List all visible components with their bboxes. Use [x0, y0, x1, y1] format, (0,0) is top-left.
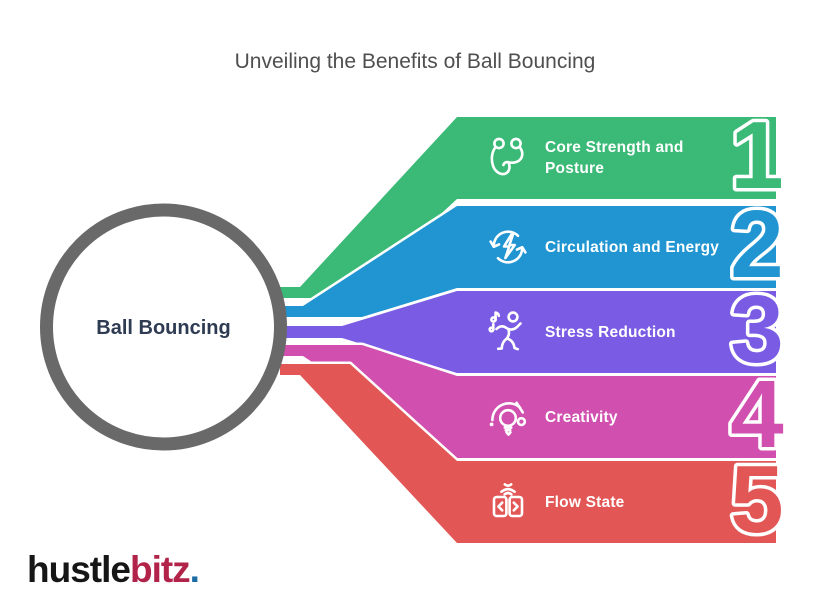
- logo-part-bitz: bitz: [130, 549, 190, 590]
- number-1: 1: [730, 102, 783, 209]
- central-circle-label: Ball Bouncing: [96, 317, 230, 339]
- number-3: 3: [730, 276, 783, 383]
- benefit-label-3: Stress Reduction: [545, 324, 676, 341]
- dancing-person-icon: [488, 311, 522, 351]
- ribbon-banner-3: [277, 288, 779, 376]
- benefit-label-2: Circulation and Energy: [545, 239, 719, 256]
- label-line: Posture: [545, 160, 604, 177]
- number-2: 2: [730, 191, 783, 298]
- logo-part-hustle: hustle: [27, 549, 130, 590]
- number-4: 4: [730, 361, 783, 468]
- strength-icon: [490, 137, 524, 176]
- benefit-label-5: Flow State: [545, 494, 625, 511]
- circulation-energy-icon: [489, 230, 527, 264]
- focus-flow-icon: [492, 483, 524, 518]
- brand-logo: hustlebitz.: [27, 549, 199, 590]
- benefit-label-4: Creativity: [545, 409, 618, 426]
- ribbon-banner-2: [277, 203, 779, 320]
- lightbulb-idea-icon: [489, 401, 527, 436]
- number-5: 5: [730, 446, 783, 553]
- benefit-label-1: Core Strength and Posture: [545, 139, 684, 177]
- ribbon-banner-4: [277, 342, 779, 461]
- ribbon-banner-1: [277, 114, 779, 301]
- logo-part-dot: .: [190, 549, 199, 590]
- ribbon-banner-5: [277, 361, 779, 546]
- page-title: Unveiling the Benefits of Ball Bouncing: [235, 50, 596, 73]
- central-circle: [40, 203, 287, 451]
- label-line: Core Strength and: [545, 139, 684, 156]
